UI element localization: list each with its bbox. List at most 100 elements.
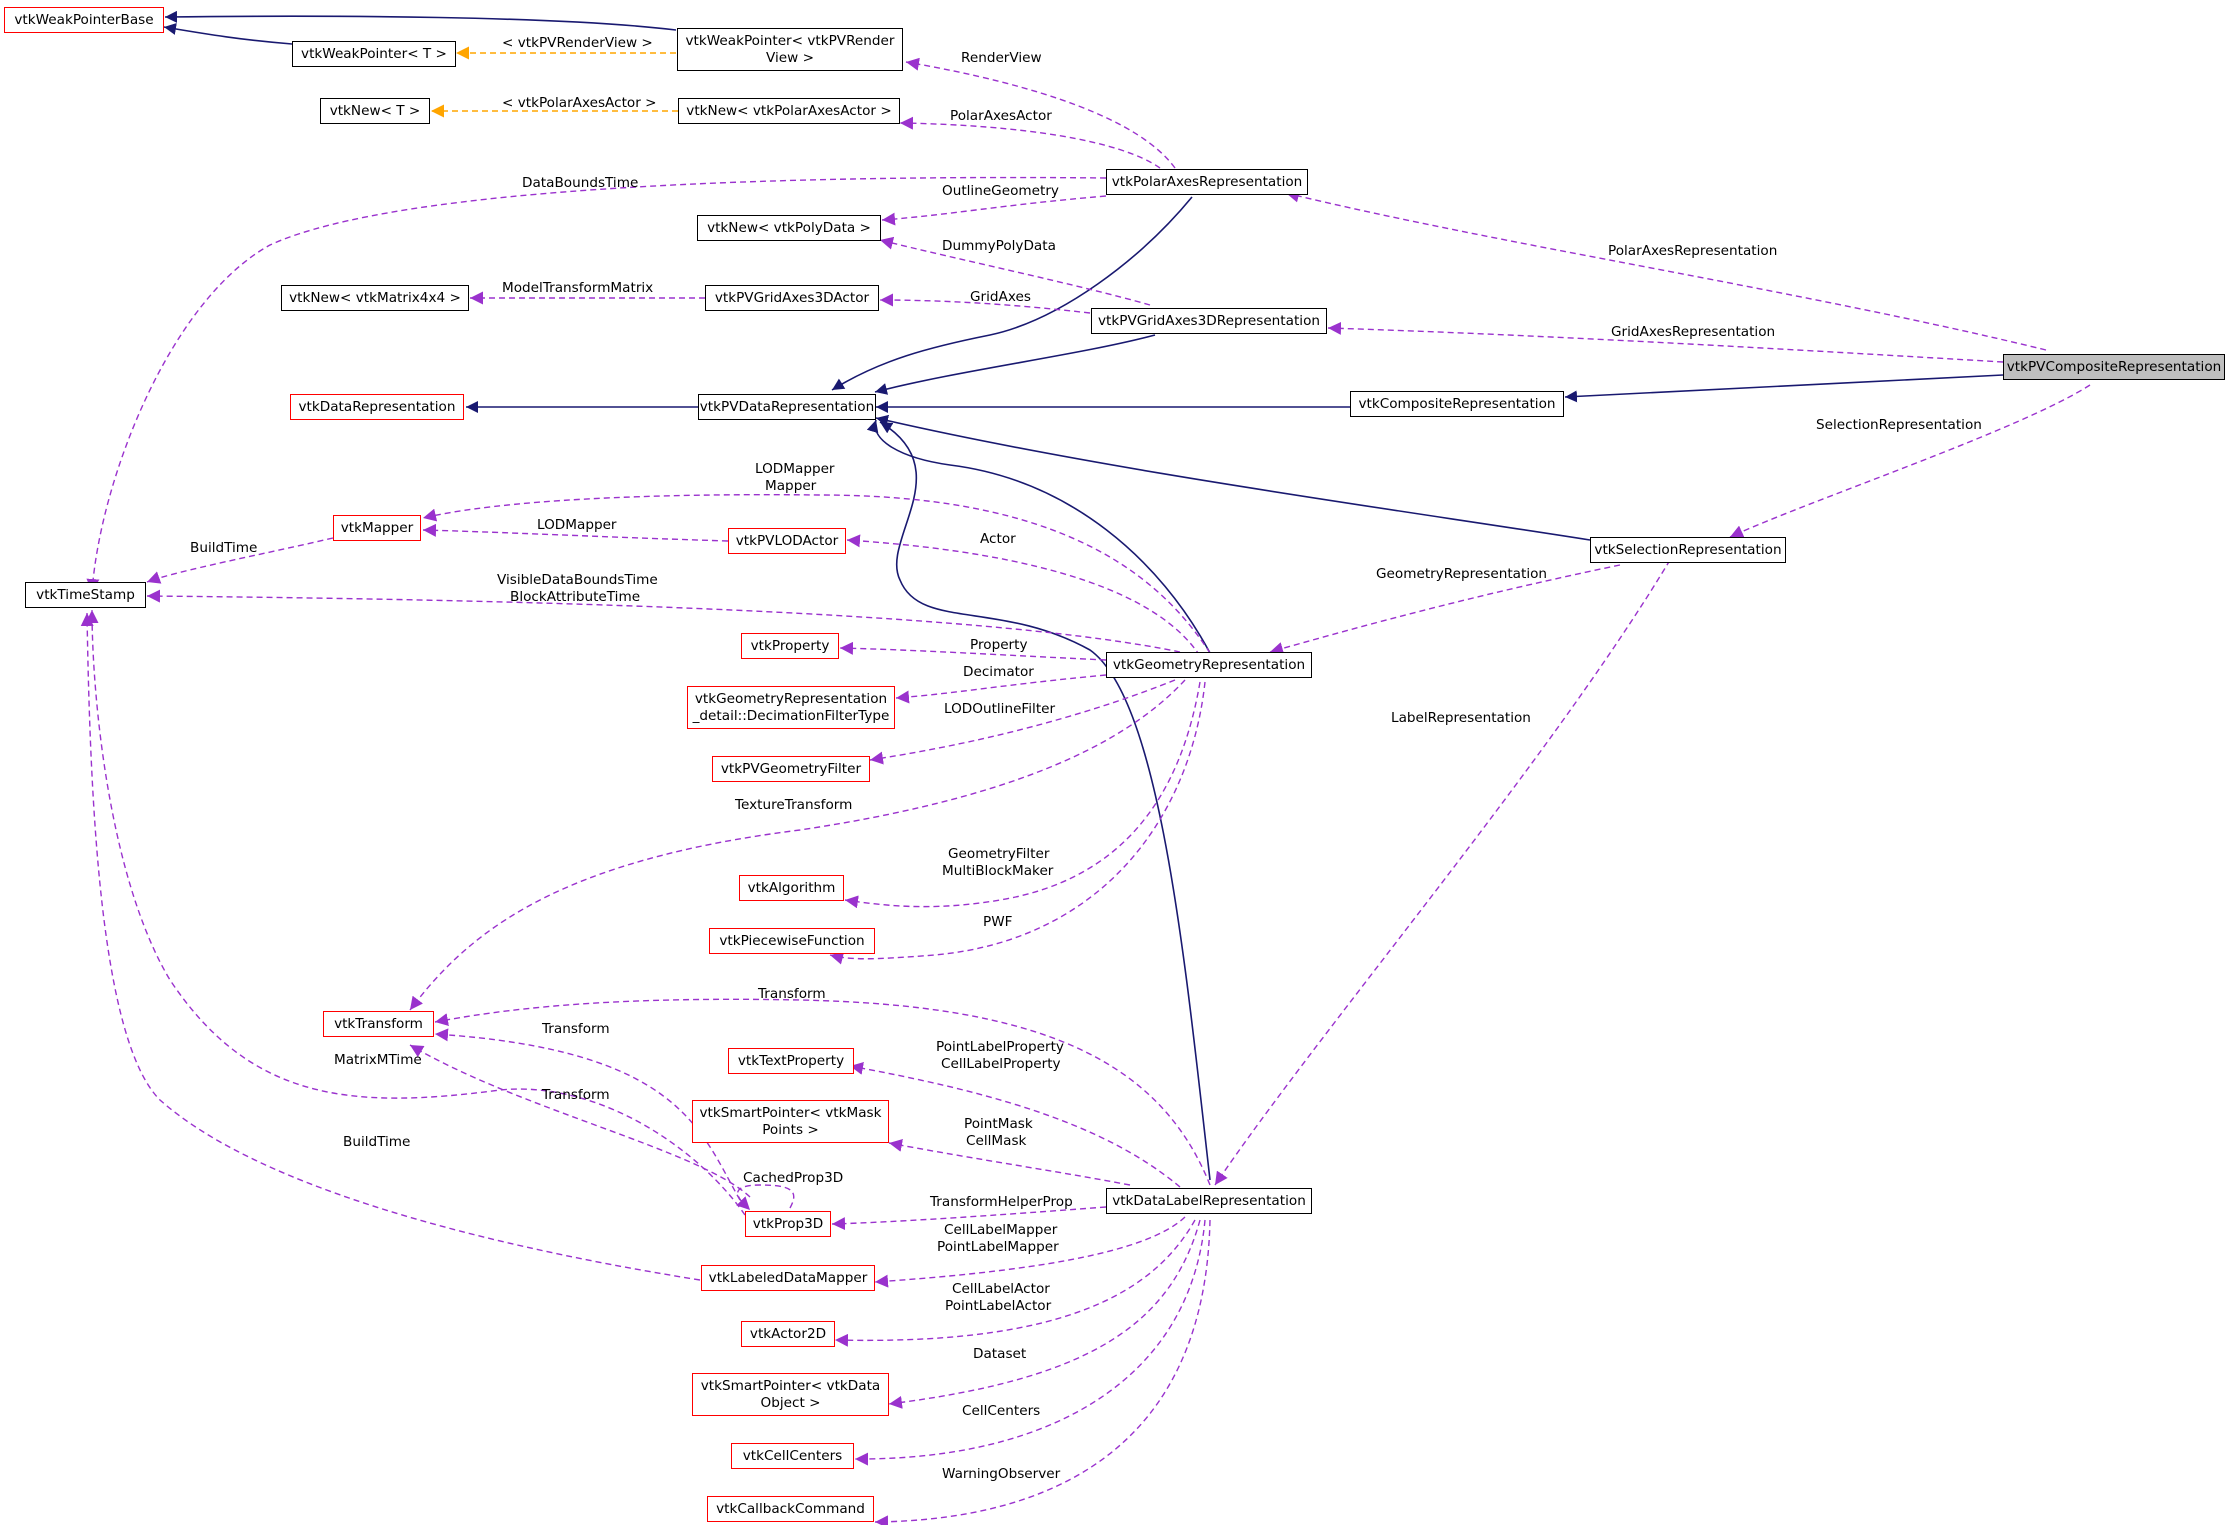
edge-use-labelrepresentation <box>1214 559 1671 1186</box>
edge-use-pointmask <box>888 1138 1131 1186</box>
edge-inherit-weakpointer-t <box>163 23 293 45</box>
edge-label: PolarAxesActor <box>950 108 1052 124</box>
edge-label: LODMapper <box>755 461 835 477</box>
edge-use-matrixmtime <box>85 609 746 1216</box>
edge-use-pwf <box>829 681 1206 965</box>
node-vtktimestamp[interactable]: vtkTimeStamp <box>25 582 146 608</box>
edge-label: TransformHelperProp <box>929 1194 1073 1210</box>
edge-label: < vtkPVRenderView > <box>502 35 653 51</box>
node-vtksmartpointer-maskpoints[interactable]: vtkSmartPointer< vtkMask Points > <box>692 1100 889 1143</box>
edge-use-polaraxesactor <box>899 116 1161 169</box>
edge-label: LODOutlineFilter <box>944 701 1056 717</box>
edge-label: ModelTransformMatrix <box>502 280 653 296</box>
node-vtknew-polaraxesactor[interactable]: vtkNew< vtkPolarAxesActor > <box>678 98 900 124</box>
edge-inherit-geometry <box>866 419 1211 654</box>
edge-label: GeometryRepresentation <box>1376 566 1547 582</box>
node-vtkpvcompositerepresentation[interactable]: vtkPVCompositeRepresentation <box>2003 354 2225 380</box>
edge-use-property <box>839 641 1107 661</box>
edge-use-cellcenters <box>854 1219 1206 1466</box>
edge-label: PointLabelProperty <box>936 1039 1064 1055</box>
node-vtklabeleddatamapper[interactable]: vtkLabeledDataMapper <box>701 1265 875 1291</box>
edge-use-celllabelactor <box>834 1219 1196 1347</box>
node-vtkcallbackcommand[interactable]: vtkCallbackCommand <box>707 1496 874 1522</box>
node-vtkgeometryrepresentation[interactable]: vtkGeometryRepresentation <box>1106 652 1312 678</box>
node-vtknew-polydata[interactable]: vtkNew< vtkPolyData > <box>697 215 881 241</box>
edge-label: PointLabelActor <box>945 1298 1052 1314</box>
edge-label: LabelRepresentation <box>1391 710 1531 726</box>
node-vtkproperty[interactable]: vtkProperty <box>741 633 839 659</box>
edge-label: GridAxesRepresentation <box>1611 324 1775 340</box>
edge-label: CellCenters <box>962 1403 1040 1419</box>
node-vtkcellcenters[interactable]: vtkCellCenters <box>731 1443 854 1469</box>
node-vtkselectionrepresentation[interactable]: vtkSelectionRepresentation <box>1590 537 1786 563</box>
edge-label: Decimator <box>963 664 1034 680</box>
edge-label: MultiBlockMaker <box>942 863 1054 879</box>
node-vtkweakpointer-pvrenderview[interactable]: vtkWeakPointer< vtkPVRender View > <box>677 28 903 71</box>
node-vtkcompositerepresentation[interactable]: vtkCompositeRepresentation <box>1350 391 1564 417</box>
edge-label: RenderView <box>961 50 1042 66</box>
node-vtkprop3d[interactable]: vtkProp3D <box>745 1211 831 1237</box>
edge-use-warningobserver <box>874 1219 1211 1525</box>
edge-use-databoundstime <box>86 176 1107 593</box>
node-vtkpvgridaxes3drepresentation[interactable]: vtkPVGridAxes3DRepresentation <box>1091 308 1327 334</box>
node-vtkalgorithm[interactable]: vtkAlgorithm <box>739 875 844 901</box>
edge-label: PWF <box>983 914 1013 930</box>
edge-label: Actor <box>980 531 1016 547</box>
edge-use-dummypolydata <box>879 236 1151 306</box>
node-vtknew-matrix4x4[interactable]: vtkNew< vtkMatrix4x4 > <box>281 285 469 311</box>
edge-use-visibledataboundstime <box>146 589 1181 653</box>
node-vtkpvdatarepresentation[interactable]: vtkPVDataRepresentation <box>698 394 876 420</box>
edge-use-dataset <box>888 1219 1201 1409</box>
node-vtknew-t[interactable]: vtkNew< T > <box>320 98 430 124</box>
edge-label: Mapper <box>765 478 817 494</box>
edge-use-pointlabelproperty <box>849 1061 1181 1188</box>
edge-label: CachedProp3D <box>743 1170 843 1186</box>
edge-use-renderview <box>905 57 1176 169</box>
edge-use-polaraxesrepresentation <box>1285 189 2047 351</box>
edge-use-lodmapper <box>422 523 729 542</box>
edge-label: BlockAttributeTime <box>510 589 640 605</box>
edge-label: DummyPolyData <box>942 238 1056 254</box>
edge-label: CellLabelProperty <box>941 1056 1061 1072</box>
node-vtkmapper[interactable]: vtkMapper <box>333 515 421 541</box>
node-vtkdatalabelrepresentation[interactable]: vtkDataLabelRepresentation <box>1106 1188 1312 1214</box>
node-vtkpvgridaxes3dactor[interactable]: vtkPVGridAxes3DActor <box>705 285 879 311</box>
edge-use-gridaxesrepresentation <box>1327 321 2004 363</box>
node-vtkactor2d[interactable]: vtkActor2D <box>741 1321 835 1347</box>
edge-use-transform-3 <box>409 1044 751 1198</box>
node-vtkdatarepresentation[interactable]: vtkDataRepresentation <box>290 394 464 420</box>
node-vtkpiecewisefunction[interactable]: vtkPiecewiseFunction <box>709 928 875 954</box>
edge-use-outlinegeometry <box>881 195 1107 226</box>
edge-label: Transform <box>541 1087 610 1103</box>
node-vtkpolaraxesrepresentation[interactable]: vtkPolarAxesRepresentation <box>1106 169 1308 195</box>
edge-label: Dataset <box>973 1346 1026 1362</box>
edge-label: LODMapper <box>537 517 617 533</box>
edge-inherit-gridaxes <box>874 334 1156 395</box>
node-vtkpvlodactor[interactable]: vtkPVLODActor <box>728 528 846 554</box>
edge-use-geometryfilter <box>844 681 1201 909</box>
edge-inherit-datalabel <box>879 421 1211 1181</box>
edge-use-gridaxes <box>879 293 1091 314</box>
edge-use-actor <box>846 534 1201 657</box>
edge-label: MatrixMTime <box>334 1052 422 1068</box>
node-vtksmartpointer-dataobject[interactable]: vtkSmartPointer< vtkData Object > <box>692 1373 889 1416</box>
node-vtktextproperty[interactable]: vtkTextProperty <box>728 1048 854 1074</box>
edge-label: OutlineGeometry <box>942 183 1059 199</box>
edge-use-buildtime-1 <box>146 537 334 584</box>
edge-label: SelectionRepresentation <box>1816 417 1982 433</box>
edge-use-decimator <box>895 674 1107 704</box>
node-vtkweakpointer-t[interactable]: vtkWeakPointer< T > <box>292 41 456 67</box>
edge-label: BuildTime <box>343 1134 410 1150</box>
edge-use-transform-1 <box>434 998 1211 1186</box>
edge-label: CellLabelMapper <box>944 1222 1058 1238</box>
node-decimationfiltertype[interactable]: vtkGeometryRepresentation _detail::Decim… <box>687 686 895 729</box>
edge-label: VisibleDataBoundsTime <box>497 572 658 588</box>
edge-inherit-polaraxes <box>831 196 1193 391</box>
edge-label: WarningObserver <box>942 1466 1061 1482</box>
edge-use-transformhelperprop <box>831 1206 1107 1231</box>
node-vtkpvgeometryfilter[interactable]: vtkPVGeometryFilter <box>712 756 870 782</box>
node-vtkweakpointerbase[interactable]: vtkWeakPointerBase <box>4 7 164 33</box>
node-vtktransform[interactable]: vtkTransform <box>323 1011 434 1037</box>
edge-inherit-weakpointer-render <box>164 10 677 31</box>
